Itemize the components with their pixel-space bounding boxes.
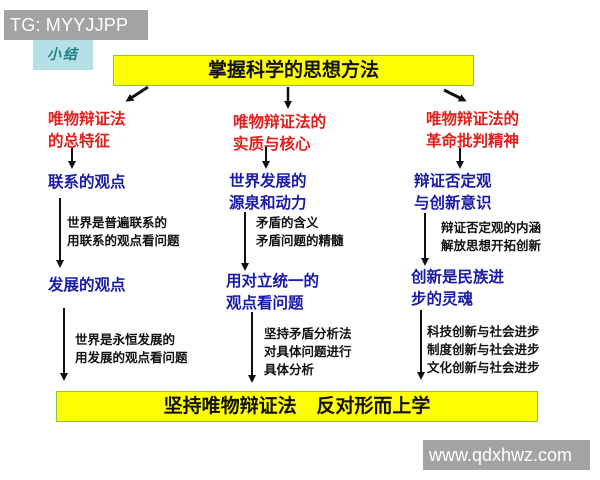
col3-detail2: 科技创新与社会进步 制度创新与社会进步 文化创新与社会进步 [427, 324, 540, 375]
col3-point1: 辩证否定观 与创新意识 [414, 172, 492, 212]
col1-point1: 联系的观点 [48, 173, 126, 191]
col2-detail2: 坚持矛盾分析法 对具体问题进行 具体分析 [264, 326, 352, 377]
col1-point2: 发展的观点 [48, 276, 126, 294]
watermark-bottom: www.qdxhwz.com [423, 440, 590, 470]
arrow-top-left [125, 85, 149, 102]
col2-point2: 用对立统一的 观点看问题 [226, 272, 320, 312]
col1-heading: 唯物辩证法 的总特征 [48, 110, 126, 150]
watermark-top: TG: MYYJJPP [4, 10, 148, 40]
col2-detail1: 矛盾的含义 矛盾问题的精髓 [256, 215, 344, 248]
col2-point1: 世界发展的 源泉和动力 [229, 172, 307, 212]
col3-detail1: 辩证否定观的内涵 解放思想开拓创新 [441, 220, 542, 253]
bottom-title-box: 坚持唯物辩证法 反对形而上学 [56, 391, 538, 422]
top-title-box: 掌握科学的思想方法 [113, 55, 474, 86]
col2-heading: 唯物辩证法的 实质与核心 [233, 113, 327, 153]
section-tag: 小结 [33, 40, 93, 70]
col1-detail2: 世界是永恒发展的 用发展的观点看问题 [75, 332, 188, 365]
arrow-top-right [443, 88, 467, 102]
col3-point2: 创新是民族进 步的灵魂 [411, 268, 505, 308]
col3-heading: 唯物辩证法的 革命批判精神 [426, 110, 520, 150]
col1-detail1: 世界是普遍联系的 用联系的观点看问题 [67, 215, 180, 248]
